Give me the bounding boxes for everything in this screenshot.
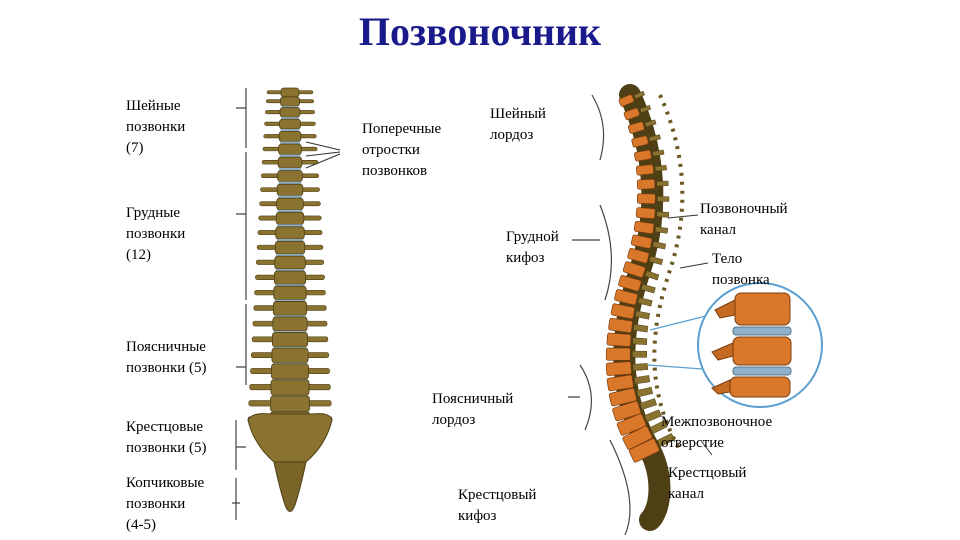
vertebra xyxy=(265,108,314,120)
vertebra xyxy=(253,317,327,334)
magnified-vertebrae xyxy=(648,283,822,407)
vertebra xyxy=(260,198,321,212)
vertebra xyxy=(255,271,324,287)
vertebra xyxy=(256,256,323,271)
lateral-vertebra xyxy=(606,348,646,360)
coccyx xyxy=(274,462,306,512)
lateral-vertebra xyxy=(606,360,648,375)
lateral-vertebra xyxy=(608,318,648,335)
vertebra xyxy=(261,170,319,184)
vertebra xyxy=(262,157,318,170)
vertebra xyxy=(260,184,319,198)
sacrum xyxy=(248,414,332,462)
vertebra xyxy=(251,348,328,365)
front-spine-illustration xyxy=(248,88,332,512)
vertebra xyxy=(250,380,331,398)
vertebra xyxy=(263,144,317,157)
vertebra xyxy=(249,396,331,414)
lateral-vertebra xyxy=(607,333,647,348)
vertebra xyxy=(255,286,326,302)
left-brackets xyxy=(232,88,246,520)
lateral-vertebra xyxy=(637,179,668,190)
vertebra xyxy=(257,241,323,256)
lateral-vertebra xyxy=(637,194,669,204)
vertebra xyxy=(250,364,329,382)
vertebra xyxy=(259,212,322,227)
vertebra xyxy=(252,332,328,349)
vertebra xyxy=(254,301,326,317)
vertebra xyxy=(265,119,316,131)
vertebra xyxy=(258,227,322,242)
vertebra xyxy=(266,97,314,109)
